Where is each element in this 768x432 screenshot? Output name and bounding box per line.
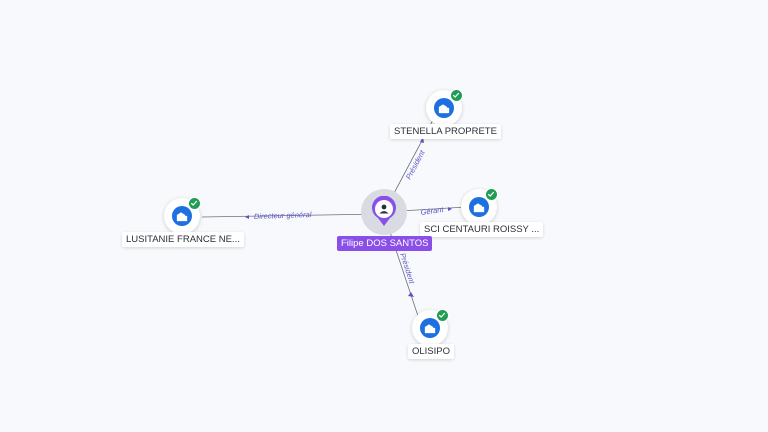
verified-check-icon bbox=[436, 309, 449, 322]
company-label-olisipo[interactable]: OLISIPO bbox=[408, 344, 455, 359]
edge-label-stenella: Président bbox=[404, 148, 427, 181]
edge-label-lusitanie: Directeur général bbox=[254, 210, 312, 221]
edge-label-sci: Gérant bbox=[420, 205, 445, 217]
company-label-sci[interactable]: SCI CENTAURI ROISSY ... bbox=[420, 222, 544, 237]
company-building-icon bbox=[469, 197, 489, 217]
verified-check-icon bbox=[485, 188, 498, 201]
company-building-icon bbox=[172, 206, 192, 226]
verified-check-icon bbox=[188, 197, 201, 210]
edge-arrow-olisipo bbox=[408, 292, 414, 297]
person-icon bbox=[372, 196, 396, 226]
person-label-center[interactable]: Filipe DOS SANTOS bbox=[337, 236, 433, 251]
company-building-icon bbox=[434, 98, 454, 118]
company-building-icon bbox=[420, 318, 440, 338]
edge-label-olisipo: Président bbox=[398, 252, 417, 286]
edge-arrow-lusitanie bbox=[245, 215, 249, 219]
edge-arrow-sci bbox=[448, 207, 452, 211]
edge-lusitanie bbox=[201, 213, 385, 218]
company-label-stenella[interactable]: STENELLA PROPRETE bbox=[390, 124, 501, 139]
verified-check-icon bbox=[450, 89, 463, 102]
company-label-lusitanie[interactable]: LUSITANIE FRANCE NE... bbox=[122, 232, 244, 247]
